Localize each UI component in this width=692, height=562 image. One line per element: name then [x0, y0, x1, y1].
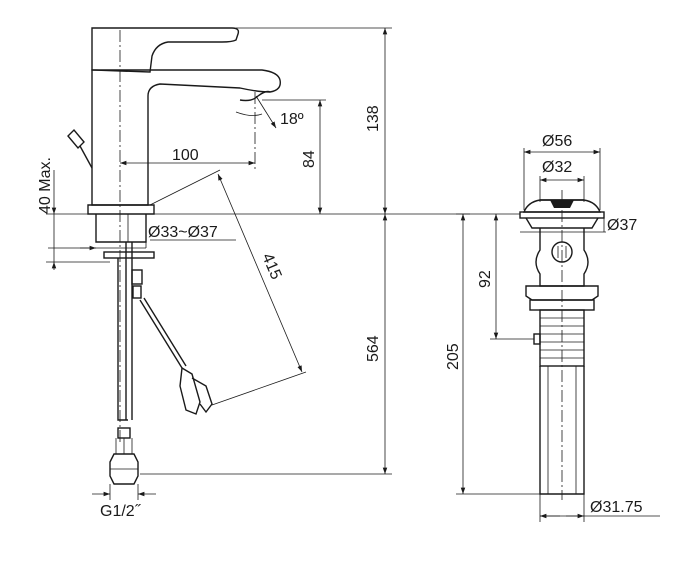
drain-cap-knob	[550, 200, 574, 208]
dim-37-label: Ø37	[607, 217, 637, 234]
popup-rod	[139, 299, 183, 369]
faucet-drawing: 138 84 100 18º 40 Max. Ø33~Ø37 415 564	[37, 27, 470, 520]
angle-label: 18º	[280, 111, 304, 128]
drain-window	[551, 241, 573, 263]
drain-flange-skirt	[525, 217, 599, 229]
dim-hole-label: Ø33~Ø37	[148, 224, 218, 241]
dim-g-label: G1/2˝	[100, 503, 142, 520]
drain-flange	[519, 211, 605, 219]
dim-32-label: Ø32	[542, 159, 572, 176]
dim-3175-label: Ø31.75	[590, 499, 643, 516]
dim-415-ext-top	[149, 169, 221, 206]
dim-40-label: 40 Max.	[37, 157, 54, 214]
popup-lift-rod	[79, 145, 93, 169]
drain-tailpiece	[539, 366, 585, 495]
dim-56-label: Ø56	[542, 133, 572, 150]
faucet-spout-tip	[239, 90, 271, 102]
popup-connector	[179, 366, 201, 415]
faucet-shank	[95, 214, 147, 243]
angle-arrow	[255, 95, 277, 129]
drain-drawing: Ø56 Ø32 Ø37 205 92 Ø31.75	[445, 133, 660, 522]
mounting-washer	[103, 251, 155, 259]
popup-rod-2	[143, 297, 187, 367]
rod-nut	[132, 285, 142, 299]
dim-415-ext-bottom	[211, 371, 307, 406]
rod-clip	[131, 269, 143, 285]
drain-overflow-port	[533, 333, 541, 345]
flex-hose	[117, 258, 128, 421]
connection-nut	[109, 453, 139, 485]
popup-lift-knob	[67, 128, 85, 150]
dim-100-label: 100	[172, 147, 199, 164]
dim-205-label: 205	[445, 343, 462, 370]
dim-92-label: 92	[477, 270, 494, 288]
dim-415-line	[217, 173, 303, 373]
popup-clip	[191, 377, 213, 414]
faucet-base	[87, 204, 155, 215]
faucet-handle	[91, 27, 240, 73]
dim-84-label: 84	[301, 150, 318, 168]
dim-138-label: 138	[365, 105, 382, 132]
angle-arc	[235, 111, 263, 116]
dim-564-label: 564	[365, 335, 382, 362]
